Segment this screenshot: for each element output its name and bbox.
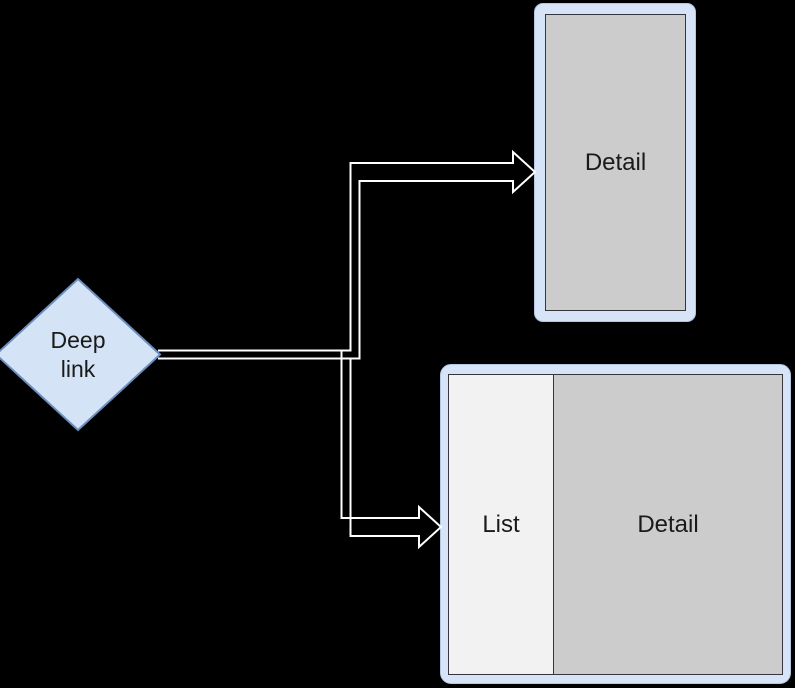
deep-link-to-list-detail-arrow <box>158 349 443 550</box>
diamond-shape <box>0 277 162 432</box>
detail-screen-detail-pane[interactable]: Detail <box>546 15 685 310</box>
deep-link-to-detail-arrow <box>158 149 537 360</box>
list-detail-screen-content[interactable]: List Detail <box>448 374 783 675</box>
detail-screen-content[interactable]: Detail <box>545 14 686 311</box>
list-detail-screen-list-pane[interactable]: List <box>449 375 554 674</box>
list-detail-screen-detail-pane[interactable]: Detail <box>554 375 782 674</box>
deep-link-node[interactable]: Deep link <box>0 277 162 432</box>
